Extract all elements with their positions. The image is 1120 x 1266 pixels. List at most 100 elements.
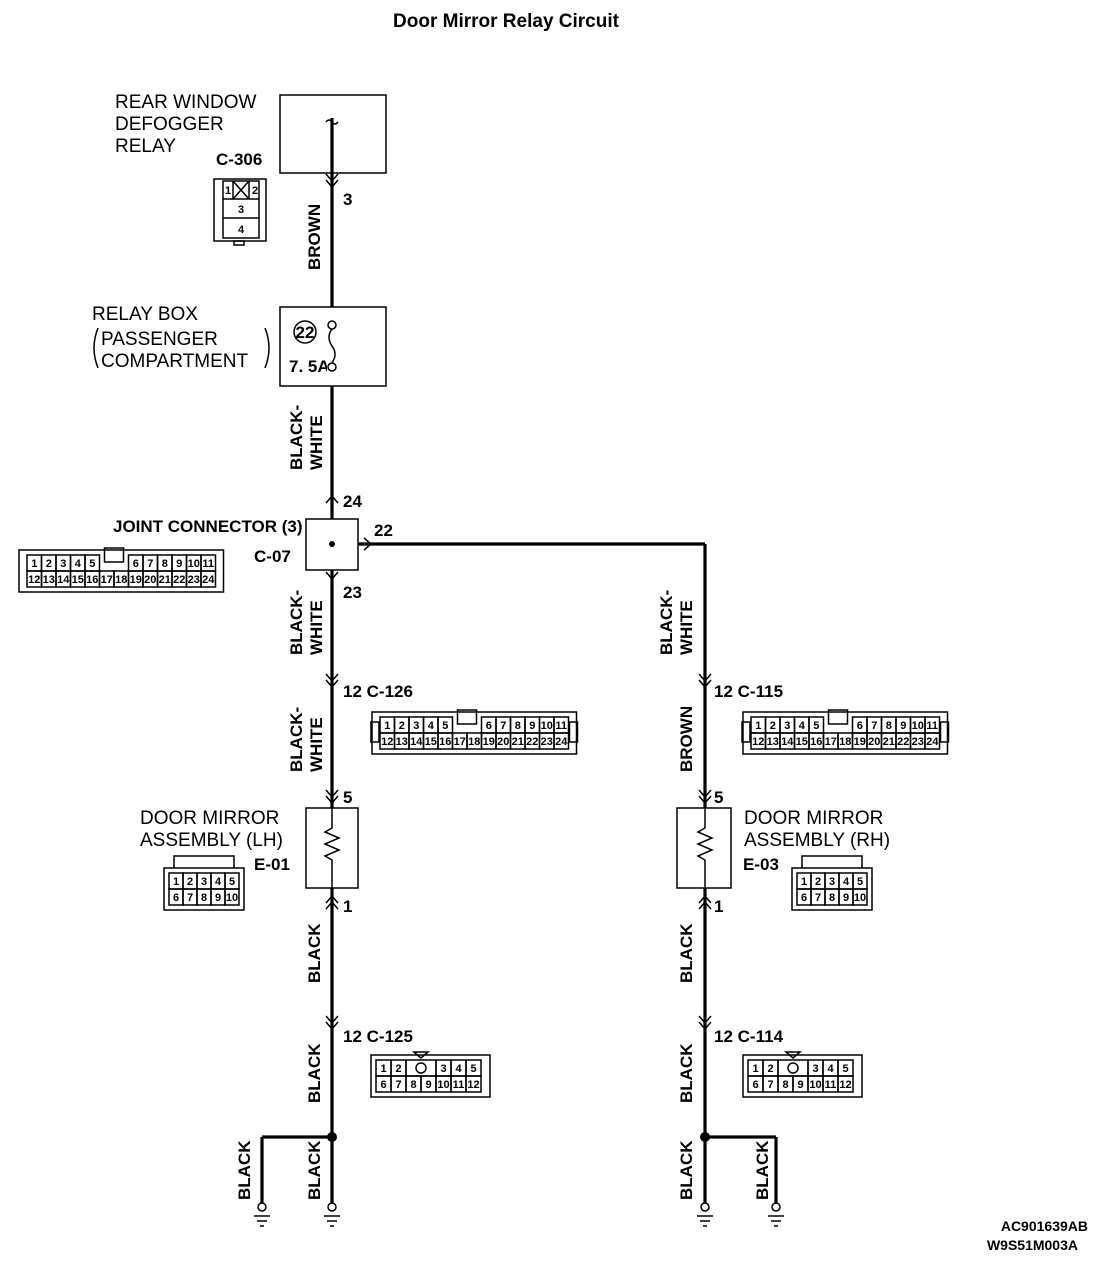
pin-number: 1 (173, 876, 179, 888)
splice-node-right (700, 1132, 710, 1142)
pin-number: 16 (439, 736, 451, 748)
pin-number: 9 (797, 1079, 803, 1091)
pin-number: 17 (101, 574, 113, 586)
connector-shell (791, 867, 873, 911)
connector-shell (18, 549, 225, 593)
pin-number: 21 (512, 736, 524, 748)
pin-number: 16 (810, 736, 822, 748)
paren-close (264, 327, 270, 369)
wire-color-black: BLACK (305, 1043, 324, 1103)
pin-number: 10 (188, 558, 200, 570)
pin-number: 5 (89, 558, 95, 570)
pin-number: 13 (396, 736, 408, 748)
wire-color-black: BLACK (753, 1140, 772, 1200)
wire-color-black: BLACK (235, 1140, 254, 1200)
connector-key (456, 709, 478, 725)
wire-color-black-white: WHITE (307, 600, 326, 655)
pin-number: 11 (555, 720, 567, 732)
figure-code-2: W9S51M003A (987, 1237, 1078, 1253)
joint-node (329, 541, 335, 547)
relay-box-passenger-compartment: RELAY BOX PASSENGER COMPARTMENT 22 7. 5A (92, 304, 387, 387)
ground-icon (254, 1202, 270, 1227)
connector-latch (568, 721, 579, 743)
pin-number: 24 (555, 736, 568, 748)
pin-number: 23 (912, 736, 924, 748)
relay-box-label-line1: RELAY BOX (92, 304, 198, 325)
fuse-rating: 7. 5A (289, 357, 330, 376)
pin-number: 11 (453, 1079, 465, 1091)
connector-latch (173, 855, 235, 868)
pin-cell (224, 888, 240, 906)
pin-number: 12 (752, 736, 764, 748)
rh-mirror-box (676, 807, 732, 889)
rh-mirror-label-line1: DOOR MIRROR (744, 808, 883, 829)
wire-color-black: BLACK (305, 923, 324, 983)
pin-number: 7 (187, 892, 193, 904)
pin-number: 23 (541, 736, 553, 748)
pin-number: 9 (843, 892, 849, 904)
pin-number: 3 (201, 876, 207, 888)
figure-code-1: AC901639AB (1001, 1218, 1088, 1234)
splice-node-left (327, 1132, 337, 1142)
c115-pin-label: 12 C-115 (714, 682, 783, 701)
connector-shell (163, 867, 245, 911)
pin-number: 20 (497, 736, 509, 748)
wire-color-black: BLACK (305, 1140, 324, 1200)
connector-key (415, 1062, 427, 1074)
pin-number: 8 (829, 892, 835, 904)
pin-cell (924, 732, 941, 750)
wire-color-black-white: WHITE (307, 415, 326, 470)
pin-number: 18 (115, 574, 127, 586)
pin-number: 1 (384, 720, 390, 732)
pin-number: 10 (437, 1079, 449, 1091)
pin-number: 22 (897, 736, 909, 748)
pin-number: 10 (541, 720, 553, 732)
relay-conn-pin: 3 (238, 204, 244, 216)
connector-latch (370, 721, 380, 743)
pin-number: 12 (467, 1079, 479, 1091)
joint-connector-code: C-07 (254, 547, 291, 566)
connector-shell (370, 1054, 491, 1098)
pin-number: 4 (827, 1063, 834, 1075)
c125-pin-label: 12 C-125 (343, 1027, 413, 1046)
pin-number: 13 (767, 736, 779, 748)
pin-number: 8 (782, 1079, 788, 1091)
rh-mirror-label-line2: ASSEMBLY (RH) (744, 830, 890, 851)
joint-label: JOINT CONNECTOR (3) (113, 517, 303, 536)
pin-number: 5 (470, 1063, 476, 1075)
rh-mirror-connector-code: E-03 (743, 855, 779, 874)
ground-symbols (254, 1202, 784, 1227)
pin-number: 15 (796, 736, 808, 748)
connector-shell (742, 1054, 863, 1098)
door-mirror-assembly-rh: DOOR MIRROR ASSEMBLY (RH) E-03 5 1 (676, 788, 890, 916)
pin-number: 2 (46, 558, 52, 570)
wire-color-black-white: BLACK- (287, 405, 306, 470)
pin-number: 1 (380, 1063, 386, 1075)
connector-key (103, 547, 125, 563)
rh-mirror-pin-top: 5 (714, 788, 723, 807)
paren-open (93, 327, 99, 369)
pin-number: 6 (133, 558, 139, 570)
pin-number: 11 (825, 1079, 837, 1091)
pin-number: 6 (752, 1079, 758, 1091)
pin-number: 4 (428, 720, 435, 732)
pin-number: 20 (868, 736, 880, 748)
pin-number: 2 (770, 720, 776, 732)
pin-number: 18 (468, 736, 480, 748)
pin-number: 6 (486, 720, 492, 732)
fuse-number-circle (293, 320, 317, 344)
pin-number: 3 (413, 720, 419, 732)
fuse-number: 22 (296, 323, 315, 342)
pin-number: 3 (812, 1063, 818, 1075)
c114-pin-label: 12 C-114 (714, 1027, 784, 1046)
rh-mirror-heater-resistor (696, 808, 714, 888)
pin-number: 13 (43, 574, 55, 586)
pin-number: 8 (886, 720, 892, 732)
c126-pin-label: 12 C-126 (343, 682, 413, 701)
pin-number: 17 (454, 736, 466, 748)
pin-number: 5 (842, 1063, 848, 1075)
pin-number: 21 (159, 574, 171, 586)
